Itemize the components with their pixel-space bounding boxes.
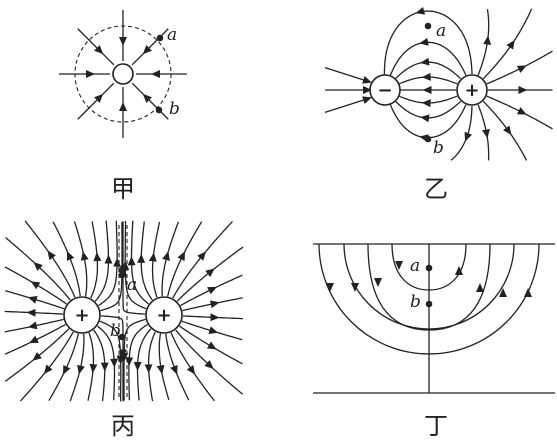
like-charges-field-line [93,329,106,402]
caption-ding: 丁 [424,412,448,440]
like-charges-field-line [4,310,64,315]
like-charges-field-line [166,221,203,297]
positive-charge-left [63,296,101,334]
dipole-field-line [398,76,458,85]
like-charges-field-line [175,329,244,395]
point-a-dot [118,271,126,279]
point-a-dot [425,264,433,272]
caption-yi: 乙 [424,175,448,203]
positive-charge-right [145,296,183,334]
like-charges-field-line [20,331,74,402]
dipole-field-line [324,97,371,114]
like-charges-field-line [90,221,99,299]
dipole-field-line [395,100,462,119]
panel-ding: a b 丁 [313,243,555,440]
point-b-label: b [433,138,444,158]
caption-jia: 甲 [111,175,135,203]
like-charges-field-line [181,320,243,341]
like-charges-field-line [176,246,244,302]
like-charges-field-line [147,331,156,402]
positive-sign: + [464,80,479,101]
dipole-field-line [398,95,458,104]
point-a-label: a [436,21,446,41]
point-b-dot [155,106,163,114]
point-b-dot [424,135,432,143]
negative-charge [369,74,401,106]
point-b-label: b [169,99,180,119]
point-b-label: b [110,321,121,341]
dipole-field-line [486,50,553,85]
dipole-field-line [395,61,462,80]
like-charges-field-line [87,332,95,401]
field-lines-jia [59,10,187,138]
field-lines-yi [324,6,553,161]
field-lines-bing [4,220,244,402]
like-charges-field-line [180,274,243,307]
dipole-field-line [482,8,533,80]
like-charges-field-line [69,333,85,402]
positive-sign-right: + [156,305,171,326]
dipole-field-line [389,104,467,139]
dipole-field-line [389,41,467,76]
like-charges-field-line [165,333,190,401]
like-charges-field-line [151,221,161,298]
field-line-middle [343,243,515,330]
like-charges-field-line [170,332,215,402]
like-charges-field-line [4,323,66,355]
panel-jia: a b 甲 [59,10,187,203]
point-a-label: a [167,25,177,45]
point-charge [112,63,134,85]
like-charges-field-line [140,221,153,301]
like-charges-field-line [182,315,243,320]
caption-bing: 丙 [111,412,135,440]
positive-charge [456,74,488,106]
dipole-field-line [482,100,528,161]
negative-sign: − [377,80,392,101]
like-charges-field-line [24,220,76,298]
point-b-dot [425,300,433,308]
dipole-field-line [324,66,371,83]
dipole-field-line [383,10,473,75]
point-a-label: a [127,275,137,295]
point-a-dot [424,22,432,30]
point-b-dot [118,333,126,341]
dipole-field-line [486,95,553,130]
panel-yi: − + a b 乙 [324,6,553,203]
like-charges-field-line [5,290,65,310]
positive-sign-left: + [74,305,89,326]
like-charges-field-line [172,220,233,299]
like-charges-field-line [4,328,70,382]
dipole-field-line [477,104,490,161]
point-b-label: b [410,292,421,312]
field-line-inner [367,243,491,331]
dipole-field-line [477,9,490,76]
like-charges-field-line [73,221,88,297]
point-a-label: a [410,256,420,276]
point-a-dot [156,34,164,42]
panel-bing: + + a b 丙 [4,220,244,440]
